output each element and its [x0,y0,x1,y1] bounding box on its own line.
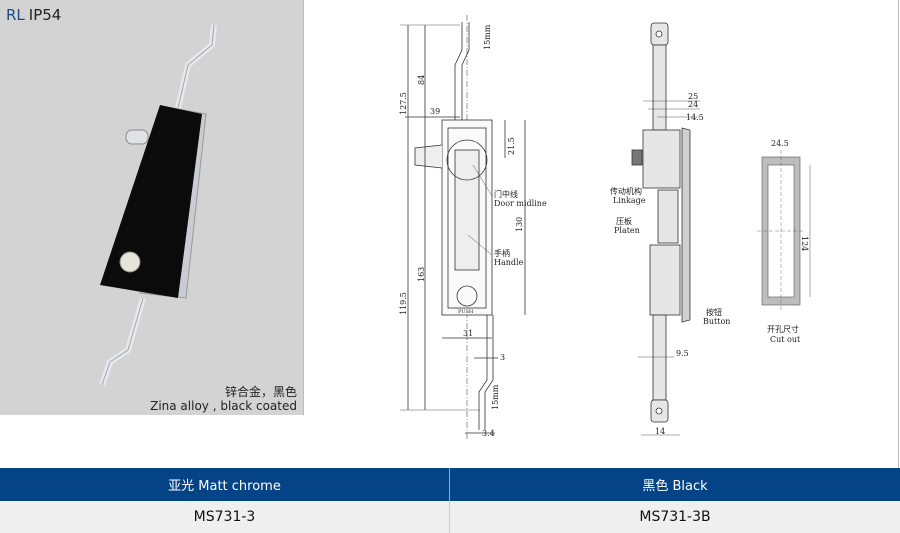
ip-rating: IP54 [28,6,62,24]
dim-25: 25 [688,92,698,101]
dim-stroke-bottom: 15mm [491,384,500,410]
side-dim-lines [638,100,700,436]
button-en: Button [703,317,730,326]
dim-3-4: 3.4 [482,429,495,438]
cutout-view [757,150,811,312]
model-table: 亚光 Matt chrome 黑色 Black MS731-3 MS731-3B [0,468,900,533]
cutout-cn: 开孔尺寸 [767,324,799,334]
dim-24: 24 [688,100,698,109]
dim-39: 39 [430,107,440,116]
platen-cn: 压板 [616,216,632,226]
dim-24-5: 24.5 [771,139,789,148]
frame-border [898,0,899,468]
door-midline-cn: 门中线 [494,189,518,199]
header-matt-chrome: 亚光 Matt chrome [168,479,281,494]
front-view [400,15,526,440]
dim-3: 3 [500,353,505,362]
dim-84: 84 [417,75,426,85]
dim-127-5: 127.5 [399,92,408,115]
platen-en: Platen [614,226,640,235]
handle-en: Handle [494,258,524,267]
technical-drawing: 15mm 84 127.5 39 21.5 130 163 119.5 31 3… [399,15,811,440]
side-view [631,22,691,423]
material-en: Zina alloy , black coated [150,399,297,413]
model-black: MS731-3B [449,501,900,533]
table-header-row: 亚光 Matt chrome 黑色 Black [0,468,900,501]
door-midline-en: Door midline [494,199,547,208]
dim-14: 14 [655,427,665,436]
handle-cn: 手柄 [494,248,510,258]
dim-31: 31 [463,329,473,338]
linkage-cn: 传动机构 [610,186,642,196]
series-prefix: RL [6,6,25,24]
dim-163: 163 [417,267,426,282]
dim-stroke-top: 15mm [483,24,492,50]
dim-119-5: 119.5 [399,292,408,315]
cutout-en: Cut out [770,335,801,344]
dim-9-5: 9.5 [676,349,689,358]
dim-130: 130 [515,217,524,232]
header-black: 黑色 Black [449,468,900,501]
dim-14-5: 14.5 [686,113,704,122]
dim-21-5: 21.5 [507,137,516,155]
linkage-en: Linkage [613,196,646,205]
material-cn: 锌合金，黑色 [224,385,297,399]
button-cn: 按钮 [706,307,722,317]
table-row: MS731-3 MS731-3B [0,501,900,533]
dim-124: 124 [800,236,809,251]
push-label: PUSH [458,309,474,315]
material-caption: 锌合金，黑色 Zina alloy , black coated [150,385,297,413]
model-matt-chrome: MS731-3 [193,509,256,525]
lock-photo [99,24,217,386]
